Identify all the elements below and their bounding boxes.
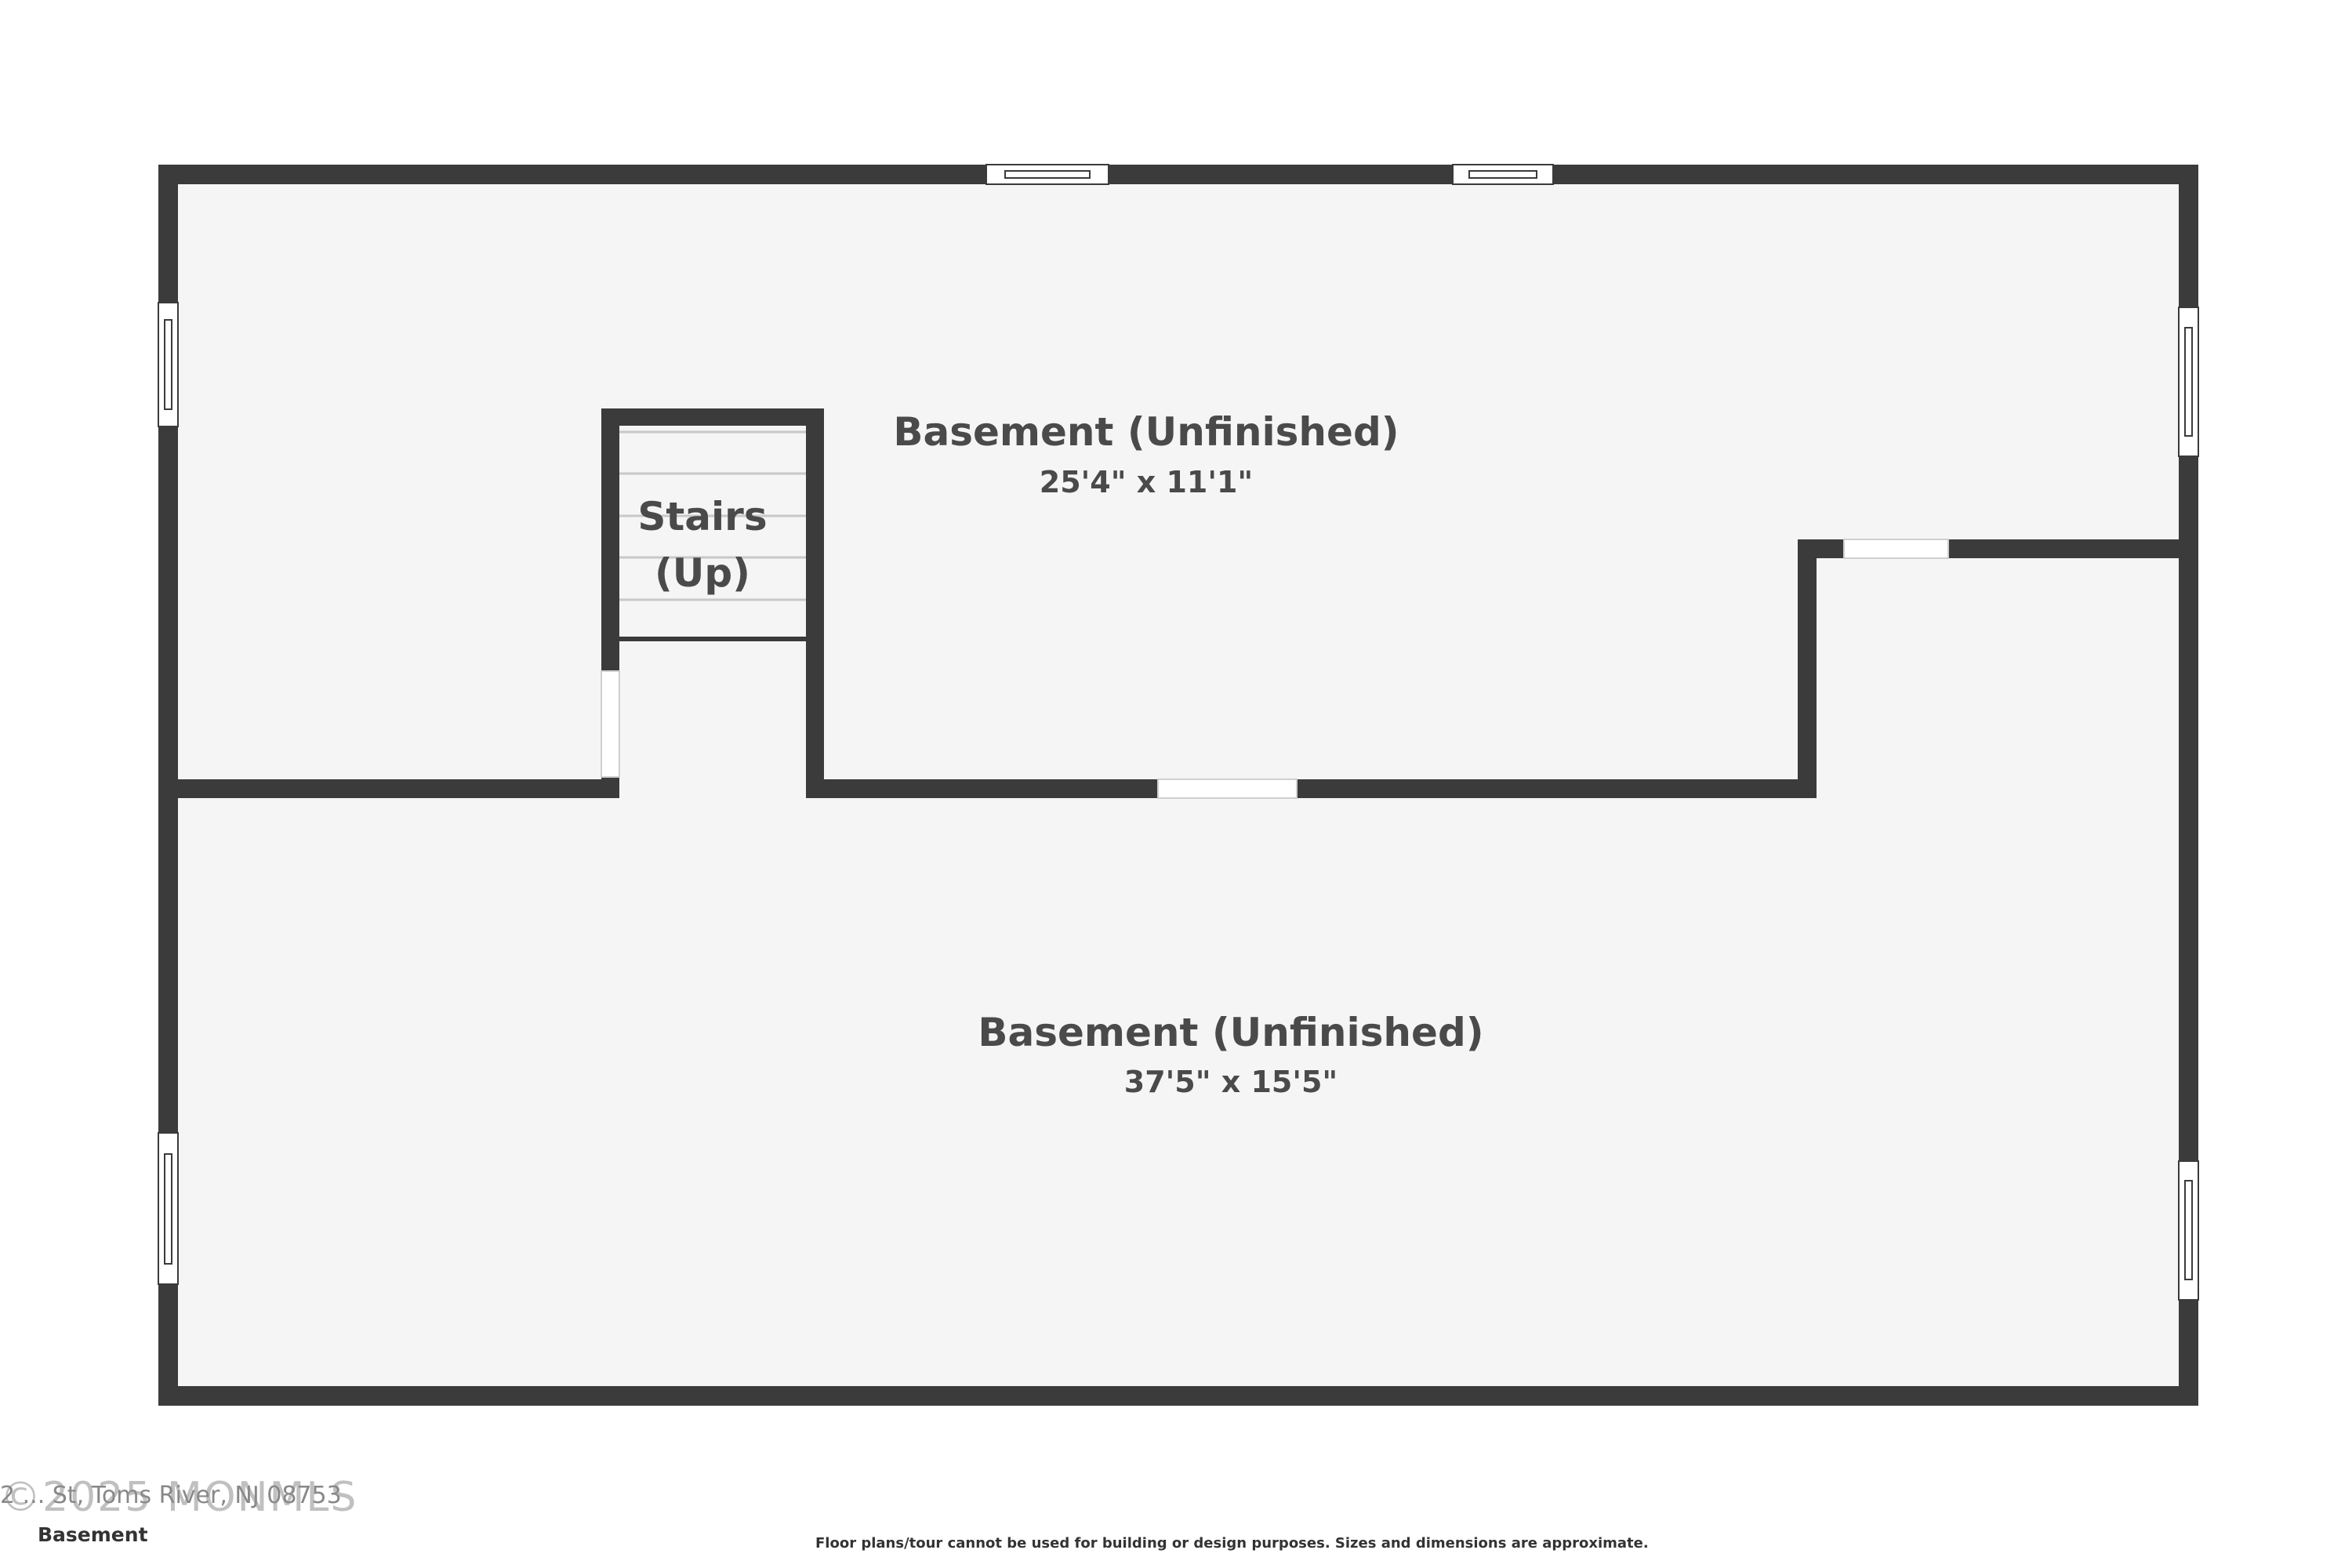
disclaimer-text: Floor plans/tour cannot be used for buil… [815, 1535, 1649, 1552]
door-openings [601, 539, 1949, 799]
floor-label: Basement [38, 1523, 148, 1546]
stairs-label-line1: Stairs [637, 494, 767, 539]
opening-center [1157, 779, 1298, 799]
property-address: 2 ... St, Toms River, NJ 08753 [0, 1482, 342, 1509]
opening-upper-right [1843, 539, 1949, 559]
mls-watermark: ©2025 MONMLS [0, 1474, 358, 1521]
room-name-upper: Basement (Unfinished) [893, 409, 1399, 455]
room-dims-lower: 37'5" x 15'5" [1124, 1065, 1338, 1099]
windows [158, 164, 2199, 1301]
opening-stair-side [601, 670, 620, 778]
stair-treads [619, 430, 806, 601]
room-name-lower: Basement (Unfinished) [978, 1010, 1483, 1055]
stairs-label-line2: (Up) [655, 550, 750, 596]
room-dims-upper: 25'4" x 11'1" [1040, 465, 1253, 499]
